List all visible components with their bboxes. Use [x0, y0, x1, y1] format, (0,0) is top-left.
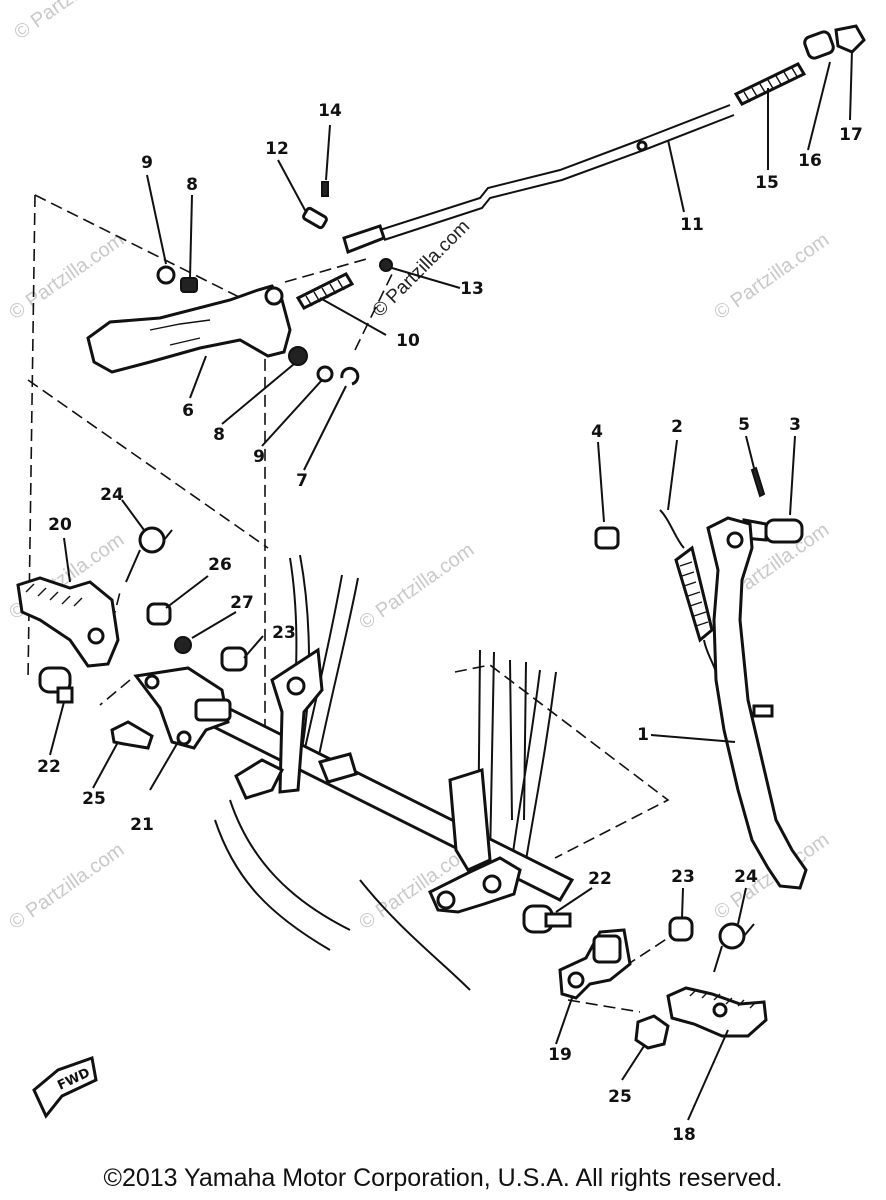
- bolt-25-right: [634, 1014, 670, 1050]
- exploded-parts-diagram: © Partzilla.com © Partzilla.com © Partzi…: [5, 0, 866, 1145]
- callout-8-top: 8: [186, 175, 198, 195]
- callout-19: 19: [548, 1045, 572, 1065]
- nut-23-right: [668, 916, 694, 942]
- callout-13: 13: [460, 279, 484, 299]
- pedal-pivot: [264, 286, 284, 306]
- nut-17: [834, 24, 866, 54]
- spring-5: [750, 466, 766, 498]
- watermark: © Partzilla.com: [5, 229, 128, 324]
- callout-21: 21: [130, 815, 154, 835]
- callout-3: 3: [789, 415, 801, 435]
- frame-bracket-left: [270, 647, 324, 794]
- callout-18: 18: [672, 1125, 696, 1145]
- watermark: © Partzilla.com: [10, 0, 133, 44]
- brake-pedal-assembly: [86, 181, 393, 386]
- watermark-group: © Partzilla.com © Partzilla.com © Partzi…: [5, 0, 833, 934]
- callout-27: 27: [230, 593, 254, 613]
- frame-and-footrests: [16, 526, 768, 1050]
- callout-22-left: 22: [37, 757, 61, 777]
- brake-pedal: [86, 284, 292, 374]
- watermark: © Partzilla.com: [355, 539, 478, 634]
- footrest-bracket-21: [133, 666, 230, 750]
- watermark: © Partzilla.com: [710, 229, 833, 324]
- callout-7: 7: [296, 471, 308, 491]
- watermark: © Partzilla.com: [5, 839, 128, 934]
- circlip-7: [340, 366, 360, 386]
- nut-8: [180, 277, 198, 293]
- callout-23-right: 23: [671, 867, 695, 887]
- pin-26: [146, 602, 172, 626]
- spring-10: [295, 272, 355, 310]
- callout-10: 10: [396, 331, 420, 351]
- washer-9: [316, 365, 334, 383]
- pin-12: [302, 206, 328, 230]
- pin-13: [379, 258, 393, 272]
- callout-17: 17: [839, 125, 863, 145]
- callout-25-left: 25: [82, 789, 106, 809]
- spring-24-left: [138, 526, 166, 554]
- bolt-3: [764, 518, 804, 544]
- callout-16: 16: [798, 151, 822, 171]
- sidestand-1: [706, 516, 808, 890]
- callout-2: 2: [671, 417, 683, 437]
- callout-9-bottom: 9: [253, 447, 265, 467]
- callout-22-right: 22: [588, 869, 612, 889]
- bolt-22-left: [38, 666, 72, 694]
- callout-5: 5: [738, 415, 750, 435]
- callout-24-left: 24: [100, 485, 124, 505]
- callout-11: 11: [680, 215, 704, 235]
- sidestand-assembly: [594, 466, 808, 890]
- fwd-arrow-icon: FWD: [32, 1055, 98, 1119]
- callout-12: 12: [265, 139, 289, 159]
- footrest-20: [16, 576, 120, 668]
- callout-15: 15: [755, 173, 779, 193]
- callout-6: 6: [182, 401, 194, 421]
- frame-bracket-mid: [448, 768, 492, 872]
- nut-4: [594, 526, 620, 550]
- callout-24-right: 24: [734, 867, 758, 887]
- rod-clevis: [342, 224, 386, 254]
- cotter-pin-14: [321, 181, 329, 197]
- copyright-notice: ©2013 Yamaha Motor Corporation, U.S.A. A…: [103, 1164, 783, 1192]
- callout-25-right: 25: [608, 1087, 632, 1107]
- brake-rod: [342, 24, 866, 254]
- callout-labels: 1 2 3 4 5 6 7 8 8 9 9 10 11 12 13 14 15 …: [37, 101, 863, 1145]
- callout-26: 26: [208, 555, 232, 575]
- callout-8-bottom: 8: [213, 425, 225, 445]
- callout-20: 20: [48, 515, 72, 535]
- callout-14: 14: [318, 101, 342, 121]
- callout-1: 1: [637, 725, 649, 745]
- callout-9-top: 9: [141, 153, 153, 173]
- callout-23-left: 23: [272, 623, 296, 643]
- reference-lines: [27, 194, 670, 1013]
- trunnion-16: [803, 30, 835, 60]
- callout-4: 4: [591, 422, 603, 442]
- spring-24-right: [718, 922, 746, 950]
- leader-lines: [49, 49, 853, 1121]
- bolt-25-left: [110, 720, 154, 750]
- washer-9-top: [156, 265, 176, 285]
- washer-8: [288, 346, 308, 366]
- washer-27: [174, 636, 192, 654]
- nut-23-left: [220, 646, 248, 672]
